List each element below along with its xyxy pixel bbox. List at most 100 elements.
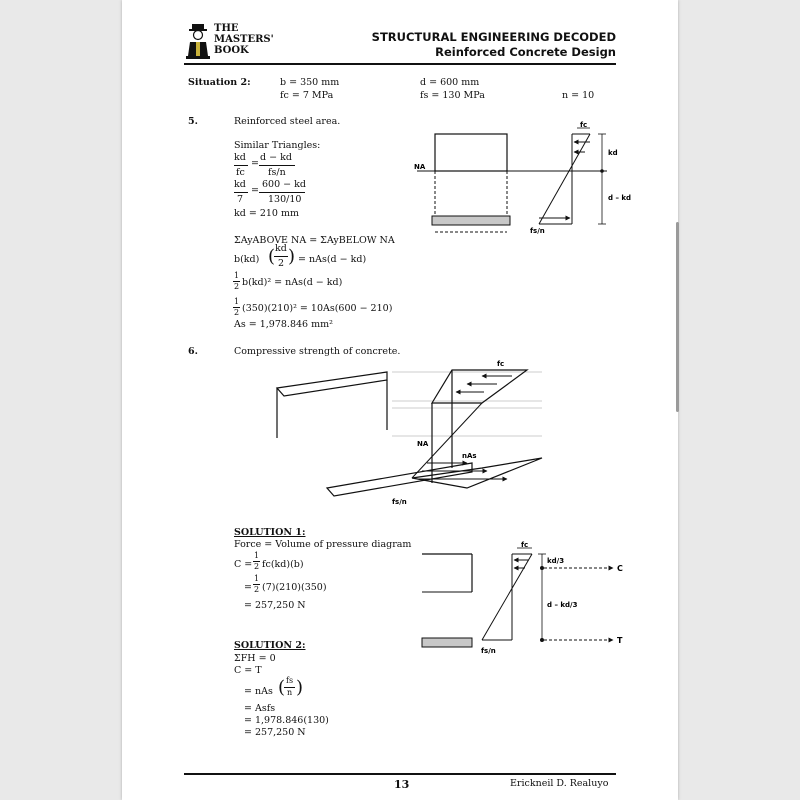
eq1-rhs-bar <box>259 165 295 166</box>
beam-compression-block <box>434 133 508 172</box>
sol1-l2-half-den: 2 <box>254 562 260 571</box>
stress-diagonal-7 <box>481 553 533 641</box>
eq6-half-num: 1 <box>234 271 240 280</box>
header-rule <box>184 63 616 65</box>
sol1-l2-a: C = <box>234 559 253 570</box>
logo-line2: MASTERS' <box>214 34 274 45</box>
sol2-l3-bar <box>284 687 295 688</box>
scrollbar-thumb[interactable] <box>676 222 679 412</box>
eq6-half-den: 2 <box>234 282 240 291</box>
similar-triangles-label: Similar Triangles: <box>234 140 321 151</box>
eq5-paren-open: ( <box>268 246 276 267</box>
eq4: ΣAyABOVE NA = ΣAyBELOW NA <box>234 235 395 246</box>
header-title: STRUCTURAL ENGINEERING DECODED <box>371 30 616 44</box>
eq2-lhs-bar <box>234 192 248 193</box>
stress-diagonal <box>538 133 591 225</box>
solution2-heading: SOLUTION 2: <box>234 640 306 651</box>
author: Erickneil D. Realuyo <box>510 778 609 789</box>
solution2-line2: C = T <box>234 665 262 676</box>
fsn-label-7: fs/n <box>481 647 496 655</box>
eq8: As = 1,978.846 mm² <box>234 319 333 330</box>
sol1-l3-half-num: 1 <box>254 574 260 583</box>
eq1-equals: = <box>251 158 259 169</box>
eq7-half-bar <box>233 307 240 308</box>
sol1-l3-a: = <box>244 582 252 593</box>
sol2-l3-paren-open: ( <box>278 677 286 698</box>
logo-line3: BOOK <box>214 45 249 56</box>
c-label: C <box>617 564 623 573</box>
situation-d: d = 600 mm <box>420 77 480 88</box>
stress-diagram-6: nAs fc NA fs/n <box>275 360 543 506</box>
sol2-l3-paren-close: ) <box>296 677 304 698</box>
eq3: kd = 210 mm <box>234 208 300 219</box>
solution1-heading: SOLUTION 1: <box>234 527 306 538</box>
nas-label: nAs <box>462 452 477 460</box>
eq5-a: b(kd) <box>234 254 260 265</box>
fc-label-7: fc <box>521 541 528 549</box>
eq7-body: (350)(210)² = 10As(600 − 210) <box>242 303 393 314</box>
logo-line1: THE <box>214 23 239 34</box>
eq1-rhs-num: d − kd <box>260 152 292 163</box>
sol2-l3-num: fs <box>286 676 294 685</box>
solution2-line1: ΣFH = 0 <box>234 653 276 664</box>
eq1-lhs-bar <box>234 165 248 166</box>
solution1-line1: Force = Volume of pressure diagram <box>234 539 412 550</box>
steel-bar <box>431 215 511 226</box>
eq2-rhs-num: 600 − kd <box>262 179 306 190</box>
eq1-rhs-den: fs/n <box>268 167 286 178</box>
sol2-l3-a: = nAs <box>244 686 273 697</box>
fsn-label: fs/n <box>530 227 545 235</box>
sol1-l3-half-bar <box>253 584 260 585</box>
situation-fc: fc = 7 MPa <box>280 90 334 101</box>
fc-label-6: fc <box>497 360 504 368</box>
t-point <box>540 638 544 642</box>
solution2-line6: = 257,250 N <box>244 727 306 738</box>
eq6-body: b(kd)² = nAs(d − kd) <box>242 277 343 288</box>
c-point <box>540 566 544 570</box>
stress-diagonal-6 <box>411 402 483 479</box>
eq6-half-bar <box>233 281 240 282</box>
sol2-l3-den: n <box>287 688 293 697</box>
na-label-6: NA <box>417 440 429 448</box>
eq5-bar <box>274 256 288 257</box>
sol1-l2-half-bar <box>253 561 260 562</box>
eq5-paren-close: ) <box>288 246 296 267</box>
sol1-l3-half-den: 2 <box>254 585 260 594</box>
solution2-line5: = 1,978.846(130) <box>244 715 329 726</box>
eq2-lhs-den: 7 <box>237 194 244 205</box>
eq2-rhs-den: 130/10 <box>268 194 302 205</box>
na-label: NA <box>414 163 426 171</box>
header-subtitle: Reinforced Concrete Design <box>435 45 616 59</box>
problem6-title: Compressive strength of concrete. <box>234 346 401 357</box>
sol1-l2-b: fc(kd)(b) <box>262 559 304 570</box>
eq5-num: kd <box>275 243 287 254</box>
dim-na-dot <box>600 169 604 173</box>
kd3-label: kd/3 <box>547 557 564 565</box>
beam-top-block <box>275 371 388 397</box>
eq7-half-den: 2 <box>234 308 240 317</box>
solution1-line4: = 257,250 N <box>244 600 306 611</box>
problem5-title: Reinforced steel area. <box>234 116 341 127</box>
fc-label: fc <box>580 121 587 129</box>
fsn-label-6: fs/n <box>392 498 407 506</box>
page-number: 13 <box>394 778 410 791</box>
situation-b: b = 350 mm <box>280 77 340 88</box>
force-diagram: fc kd/3 C d – kd/3 T fs/n <box>421 541 623 655</box>
eq7-half-num: 1 <box>234 297 240 306</box>
stress-diagram-5: fc kd d – kd NA fs/n <box>414 121 631 235</box>
problem6-number: 6. <box>188 346 198 357</box>
t-label: T <box>617 636 623 645</box>
footer-rule <box>184 773 616 775</box>
dkd-label: d – kd <box>608 194 631 202</box>
dkd3-label: d – kd/3 <box>547 601 578 609</box>
eq1-lhs-den: fc <box>236 167 245 178</box>
kd-label: kd <box>608 149 618 157</box>
eq5-den: 2 <box>278 258 285 269</box>
eq2-rhs-bar <box>259 192 305 193</box>
problem5-number: 5. <box>188 116 198 127</box>
solution2-line4: = Asfs <box>244 703 276 714</box>
document-page: THE MASTERS' BOOK STRUCTURAL ENGINEERING… <box>122 0 678 800</box>
situation-n: n = 10 <box>562 90 595 101</box>
logo-figure-icon <box>186 24 210 59</box>
sol1-l2-half-num: 1 <box>254 551 260 560</box>
